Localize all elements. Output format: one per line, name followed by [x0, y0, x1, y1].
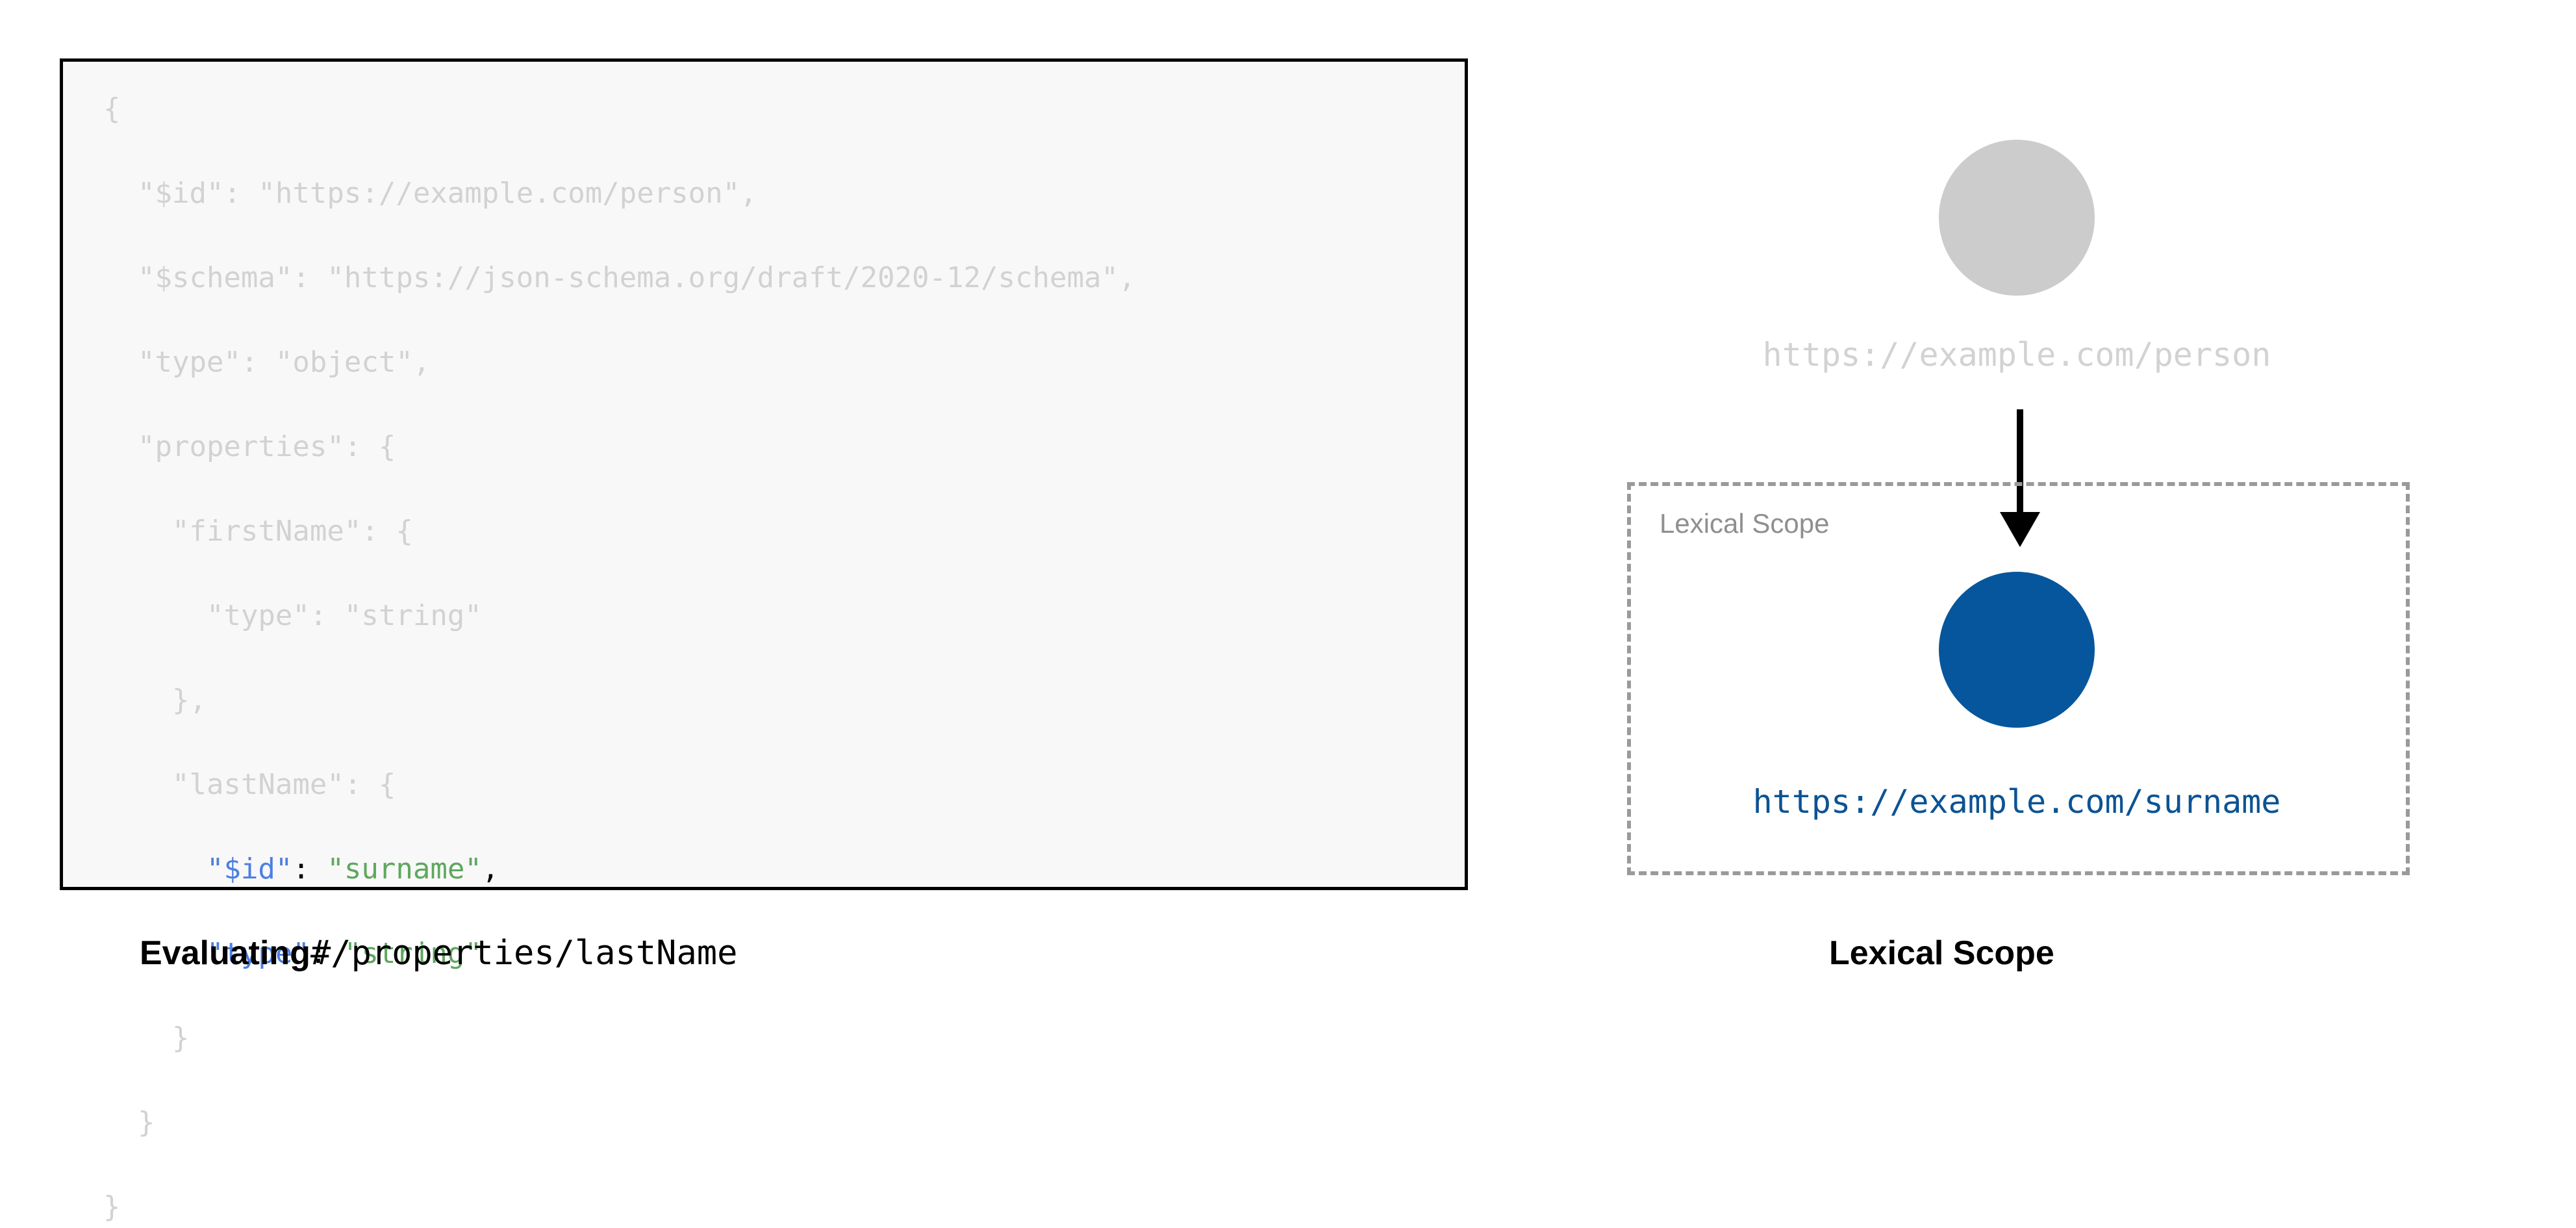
code-token-dim: "$id": "https://example.com/person",: [103, 177, 757, 210]
code-token-dim: {: [103, 92, 121, 125]
lexical-scope-diagram: https://example.com/person Lexical Scope…: [1627, 140, 2410, 875]
code-token-dim: },: [103, 684, 207, 717]
code-token-key: "type": [206, 937, 310, 970]
code-line: "type": "string": [103, 932, 1135, 975]
caption-left-bold: Evaluating: [140, 934, 310, 972]
code-line: "$schema": "https://json-schema.org/draf…: [103, 257, 1135, 299]
code-token-dim: }: [103, 1106, 155, 1139]
code-line: "$id": "https://example.com/person",: [103, 172, 1135, 214]
lexical-scope-box-label: Lexical Scope: [1660, 508, 1830, 539]
caption-right-text: Lexical Scope: [1829, 934, 2054, 972]
code-line: "lastName": {: [103, 763, 1135, 806]
code-token-val: "string": [344, 937, 482, 970]
code-token-dim: "$schema": "https://json-schema.org/draf…: [103, 261, 1136, 294]
code-token-punct: :: [292, 852, 327, 886]
code-token-dim: "type": "object",: [103, 346, 431, 379]
code-line: "type": "object",: [103, 341, 1135, 383]
node-person-circle: [1939, 140, 2095, 296]
code-line: }: [103, 1101, 1135, 1144]
code-line: {: [103, 88, 1135, 130]
lexical-scope-box: [1627, 482, 2410, 875]
code-line: },: [103, 679, 1135, 721]
code-token-dim: "firstName": {: [103, 515, 413, 548]
node-surname-label: https://example.com/surname: [1752, 783, 2281, 821]
arrow-person-to-surname: [2000, 409, 2040, 547]
code-line: "properties": {: [103, 426, 1135, 468]
code-line: "firstName": {: [103, 510, 1135, 552]
code-token-dim: "type": "string": [103, 599, 482, 632]
code-line: "type": "string": [103, 595, 1135, 637]
json-schema-code: { "$id": "https://example.com/person", "…: [103, 88, 1135, 1228]
code-token-dim: "properties": {: [103, 430, 396, 463]
node-surname-circle: [1939, 572, 2095, 728]
caption-right: Lexical Scope: [1829, 934, 2054, 973]
code-panel: { "$id": "https://example.com/person", "…: [60, 58, 1468, 1223]
code-token-val: "surname": [327, 852, 482, 886]
code-token-punct: ,: [481, 852, 499, 886]
code-token-punct: :: [309, 937, 344, 970]
code-line: "$id": "surname",: [103, 848, 1135, 890]
code-line: }: [103, 1186, 1135, 1228]
code-token-dim: }: [103, 1190, 121, 1223]
node-person-label: https://example.com/person: [1762, 336, 2271, 374]
code-token-key: "$id": [206, 852, 293, 886]
caption-left: Evaluating#/properties/lastName: [140, 934, 737, 973]
caption-left-mono: #/properties/lastName: [310, 934, 738, 973]
code-token-dim: "lastName": {: [103, 768, 396, 801]
